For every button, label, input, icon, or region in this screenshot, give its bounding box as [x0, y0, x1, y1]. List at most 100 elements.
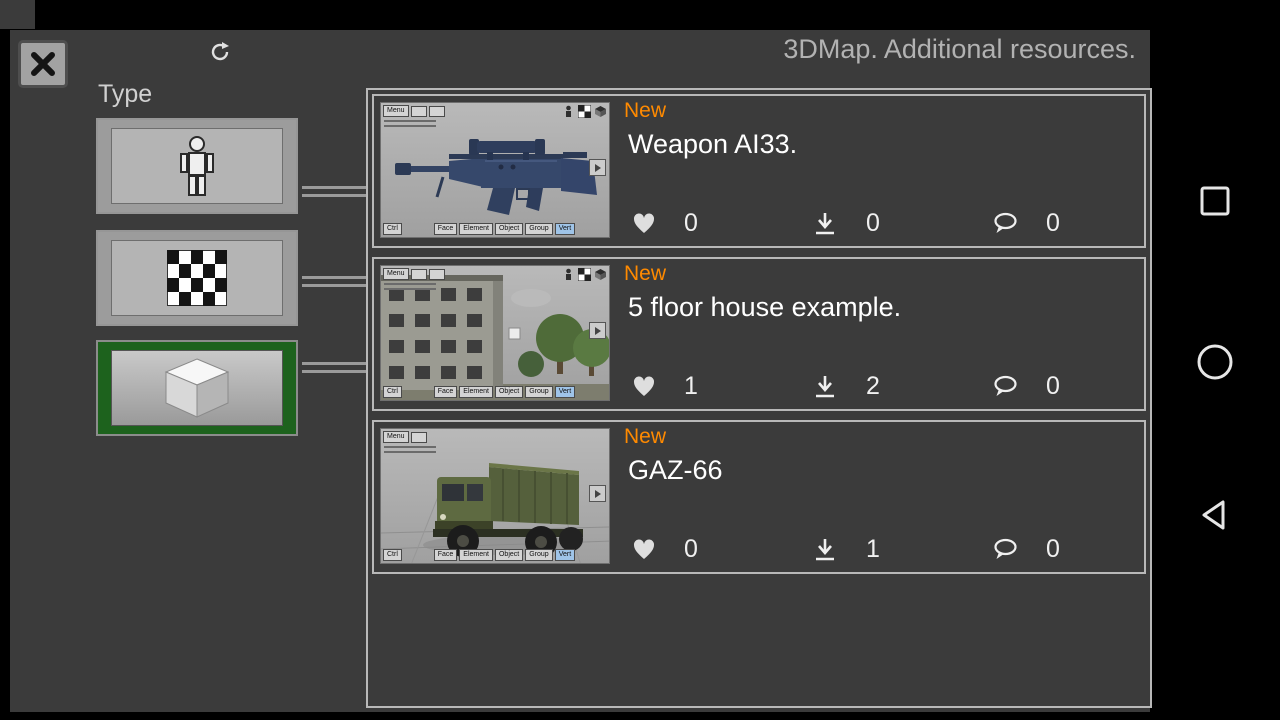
thumb-tool-button: [410, 105, 427, 117]
expand-button: [589, 485, 606, 502]
camera-info-text: [384, 446, 436, 456]
thumb-bottom-toolbar: Ctrl Face Element Object Group Vert: [383, 223, 607, 235]
camera-info-text: [384, 283, 436, 293]
close-button[interactable]: [18, 40, 68, 88]
connector-line: [302, 370, 368, 373]
type-button-texture[interactable]: [96, 230, 298, 326]
item-thumbnail[interactable]: Menu Ctrl Face Element Object Group Vert: [380, 428, 610, 564]
mode-button: Group: [525, 549, 553, 561]
likes-count: 0: [684, 209, 698, 237]
nav-home-button[interactable]: [1195, 342, 1235, 387]
list-item-truck[interactable]: Menu Ctrl Face Element Object Group Vert: [372, 420, 1146, 574]
thumb-bottom-toolbar: Ctrl Face Element Object Group Vert: [383, 549, 607, 561]
likes-count: 0: [684, 535, 698, 563]
mode-button: Face: [433, 386, 458, 398]
connector-line: [302, 276, 368, 279]
thumb-tool-button: [410, 268, 427, 280]
rifle-image: [395, 139, 597, 215]
mode-button: Group: [525, 386, 553, 398]
expand-button: [589, 159, 606, 176]
item-stats: 0 0 0: [632, 209, 1172, 238]
circle-icon: [1197, 344, 1233, 380]
new-badge: New: [624, 425, 667, 448]
item-stats: 0 1 0: [632, 535, 1172, 564]
thumb-toolbar: Menu: [383, 431, 427, 443]
mode-button: Object: [494, 386, 524, 398]
resource-list: Menu Ctrl Face Element Object: [366, 88, 1152, 708]
new-badge: New: [624, 99, 667, 122]
thumb-menu-button: Menu: [383, 105, 409, 117]
downloads-stat[interactable]: 1: [812, 535, 992, 564]
character-thumbnail: [111, 128, 283, 204]
refresh-button[interactable]: [208, 40, 232, 64]
nav-recents-button[interactable]: [1198, 184, 1232, 223]
triangle-left-icon: [1202, 500, 1225, 530]
cube-icon: [164, 358, 230, 418]
arrow-right-icon: [594, 489, 601, 498]
type-label: Type: [98, 80, 153, 108]
screen-corner: [0, 0, 35, 29]
mode-button: Vert: [554, 386, 576, 398]
comments-stat[interactable]: 0: [992, 209, 1172, 238]
connector-line: [302, 362, 368, 365]
connector-line: [302, 186, 368, 189]
mode-button: Element: [459, 223, 493, 235]
item-title: GAZ-66: [628, 455, 723, 485]
item-stats: 1 2 0: [632, 372, 1172, 401]
connector-line: [302, 284, 368, 287]
mode-button: Face: [433, 223, 458, 235]
square-icon: [1200, 186, 1230, 216]
download-arrow-icon: [816, 212, 834, 234]
type-button-character[interactable]: [96, 118, 298, 214]
comments-stat[interactable]: 0: [992, 372, 1172, 401]
downloads-stat[interactable]: 2: [812, 372, 992, 401]
thumb-menu-button: Menu: [383, 268, 409, 280]
mode-button: Vert: [554, 223, 576, 235]
checkerboard-icon: [578, 268, 591, 281]
downloads-count: 2: [866, 372, 880, 400]
heart-icon: [633, 538, 655, 559]
comments-stat[interactable]: 0: [992, 535, 1172, 564]
expand-button: [589, 322, 606, 339]
likes-stat[interactable]: 1: [632, 372, 812, 401]
person-icon: [566, 105, 571, 117]
person-icon: [180, 136, 214, 196]
cube-icon: [595, 269, 606, 280]
close-icon: [31, 52, 55, 76]
mode-button: Element: [459, 386, 493, 398]
likes-count: 1: [684, 372, 698, 400]
speech-bubble-icon: [994, 212, 1017, 233]
item-thumbnail[interactable]: Menu Ctrl Face Element Object: [380, 265, 610, 401]
list-item-house[interactable]: Menu Ctrl Face Element Object: [372, 257, 1146, 411]
comments-count: 0: [1046, 372, 1060, 400]
heart-icon: [633, 212, 655, 233]
truck-image: [381, 463, 609, 563]
type-button-object-selected[interactable]: [96, 340, 298, 436]
likes-stat[interactable]: 0: [632, 535, 812, 564]
item-title: Weapon AI33.: [628, 129, 798, 159]
mode-button: Object: [494, 549, 524, 561]
mode-button: Group: [525, 223, 553, 235]
item-title: 5 floor house example.: [628, 292, 902, 322]
comments-count: 0: [1046, 209, 1060, 237]
arrow-right-icon: [594, 163, 601, 172]
thumb-tool-button: [410, 431, 427, 443]
thumb-toolbar: Menu: [383, 105, 445, 117]
heart-icon: [633, 375, 655, 396]
ctrl-button: Ctrl: [383, 386, 402, 398]
camera-info-text: [384, 120, 436, 130]
item-thumbnail[interactable]: Menu Ctrl Face Element Object: [380, 102, 610, 238]
likes-stat[interactable]: 0: [632, 209, 812, 238]
downloads-stat[interactable]: 0: [812, 209, 992, 238]
nav-back-button[interactable]: [1197, 497, 1233, 538]
mode-button: Object: [494, 223, 524, 235]
android-navbar: [1150, 0, 1280, 720]
downloads-count: 0: [866, 209, 880, 237]
mode-button: Element: [459, 549, 493, 561]
thumb-tool-button: [428, 105, 445, 117]
list-item-weapon[interactable]: Menu Ctrl Face Element Object: [372, 94, 1146, 248]
texture-thumbnail: [111, 240, 283, 316]
speech-bubble-icon: [994, 538, 1017, 559]
thumb-menu-button: Menu: [383, 431, 409, 443]
download-arrow-icon: [816, 538, 834, 560]
